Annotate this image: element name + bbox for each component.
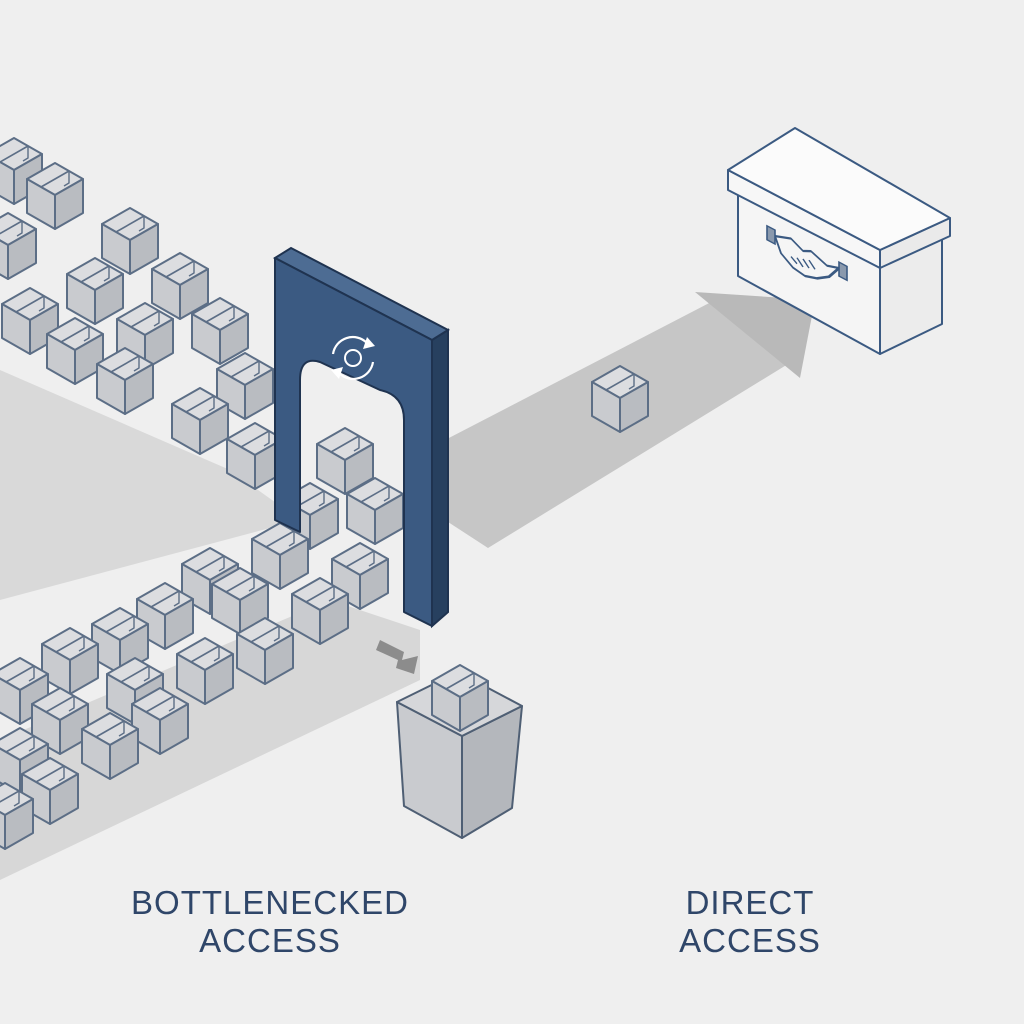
bottlenecked-label-line-2: ACCESS (199, 922, 341, 959)
drop-arrow-icon (376, 640, 418, 674)
destination-crate (727, 127, 951, 355)
refresh-cycle-icon (331, 335, 375, 381)
direct-label-line-2: ACCESS (679, 922, 821, 959)
overflow-bin (396, 664, 523, 839)
bottleneck-gate (272, 246, 451, 629)
floor-shadow (0, 370, 420, 880)
bottlenecked-access-label: BOTTLENECKED ACCESS (110, 884, 430, 960)
direct-access-label: DIRECT ACCESS (600, 884, 900, 960)
handshake-icon (766, 224, 848, 282)
bottlenecked-label-line-1: BOTTLENECKED (131, 884, 409, 921)
direct-label-line-1: DIRECT (685, 884, 815, 921)
